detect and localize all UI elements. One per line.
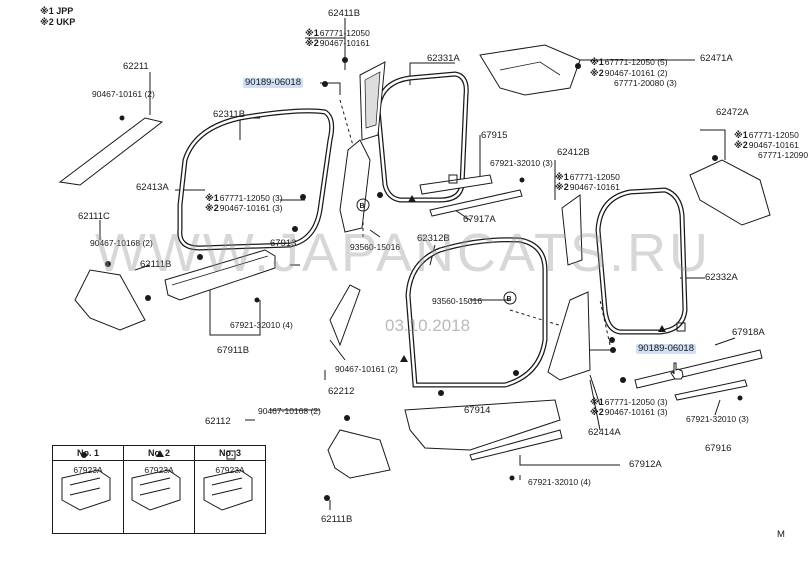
part-label-62111C: 62111C [78,211,110,222]
legend-mark-2: ※2 [40,17,54,27]
svg-text:B: B [507,296,512,303]
part-label-62312B: 62312B [417,233,450,244]
part-label-62414A: 62414A [588,427,621,438]
legend-item-2: ※2 UKP [40,17,75,28]
legend-item-1: ※1 JPP [40,6,73,17]
part-link-90189-06018[interactable]: 90189-06018 [243,77,303,88]
part-label-67921-32010-4: 67921-32010 (4) [230,320,293,330]
part-label-90467-10161-2c: 90467-10161 (2) [335,364,398,374]
part-label-67771-12050: ※167771-12050 [305,28,370,38]
legend-label-1: JPP [56,6,74,16]
table-cell-no3: 67923A [194,460,266,534]
part-label-90467-10168-2b: 90467-10168 (2) [258,406,321,416]
part-label-90467-10161-3: ※290467-10161 (3) [205,203,283,213]
part-label-67921-32010-3: 67921-32010 (3) [490,158,553,168]
part-label-62111B: 62111B [140,259,172,270]
part-label-90467-10161-3b: ※290467-10161 (3) [590,407,668,417]
part-label-62411B: 62411B [328,8,361,19]
part-label-62311B: 62311B [213,109,246,120]
part-label-67913: 67913 [270,238,297,249]
part-label-67771-12050-b: ※167771-12050 [734,130,799,140]
part-label-90467-10161-c: ※290467-10161 [555,182,620,192]
part-label-67911B: 67911B [217,345,250,356]
part-label-67771-20080-3: 67771-20080 (3) [614,78,677,88]
part-label-93560-15016-b: 93560-15016 [432,296,483,306]
part-label-67915: 67915 [481,130,508,141]
part-label-62471A: 62471A [700,53,733,64]
table-header-no1: No. 1 [52,445,124,461]
hand-pointer-icon [670,362,684,380]
part-label-67912A: 67912A [629,459,662,470]
part-label-62472A: 62472A [716,107,749,118]
part-label-62211: 62211 [123,61,149,72]
table-cell-no2: 67923A [123,460,195,534]
part-link-90189-06018-b[interactable]: 90189-06018 [636,343,696,354]
part-label-62412B: 62412B [557,147,590,158]
parts-diagram: B B ※1 JPP ※2 UKP 62411B ※167771-12050 ※… [40,6,808,540]
part-label-90467-10161-b: ※290467-10161 [734,140,799,150]
svg-text:B: B [360,203,365,210]
corner-code: M [777,529,785,540]
clip-type-table: No. 1 No. 2 No. 3 67923A 67923A 67923A [52,445,266,534]
part-label-67921-32010-3b: 67921-32010 (3) [686,414,749,424]
part-label-90467-10161-2b: ※290467-10161 (2) [590,68,668,78]
part-label-67921-32010-4b: 67921-32010 (4) [528,477,591,487]
part-label-90467-10168-2: 90467-10168 (2) [90,238,153,248]
legend-label-2: UKP [56,17,76,27]
part-label-67917A: 67917A [463,214,496,225]
part-label-67771-12050-c: ※167771-12050 [555,172,620,182]
part-label-67771-12050-3: ※167771-12050 (3) [205,193,283,203]
part-label-67771-12050-3b: ※167771-12050 (3) [590,397,668,407]
part-label-62112: 62112 [205,416,231,427]
part-label-90467-10161: ※290467-10161 [305,38,370,48]
part-label-67771-12050-5: ※167771-12050 (5) [590,57,668,67]
part-label-62332A: 62332A [705,272,738,283]
part-label-67918A: 67918A [732,327,765,338]
table-header-no2: No. 2 [123,445,195,461]
part-label-62111B-b: 62111B [321,514,353,525]
table-cell-no1: 67923A [52,460,124,534]
part-label-93560-15016: 93560-15016 [350,242,401,252]
table-header-no3: No. 3 [194,445,266,461]
part-label-62331A: 62331A [427,53,460,64]
part-label-62413A: 62413A [136,182,169,193]
part-label-67914: 67914 [464,405,491,416]
part-label-67916: 67916 [705,443,732,454]
part-label-90467-10161-2: 90467-10161 (2) [92,89,155,99]
part-label-67771-12090: 67771-12090 [758,150,808,160]
legend-mark-1: ※1 [40,6,54,16]
part-label-62212: 62212 [328,386,355,397]
